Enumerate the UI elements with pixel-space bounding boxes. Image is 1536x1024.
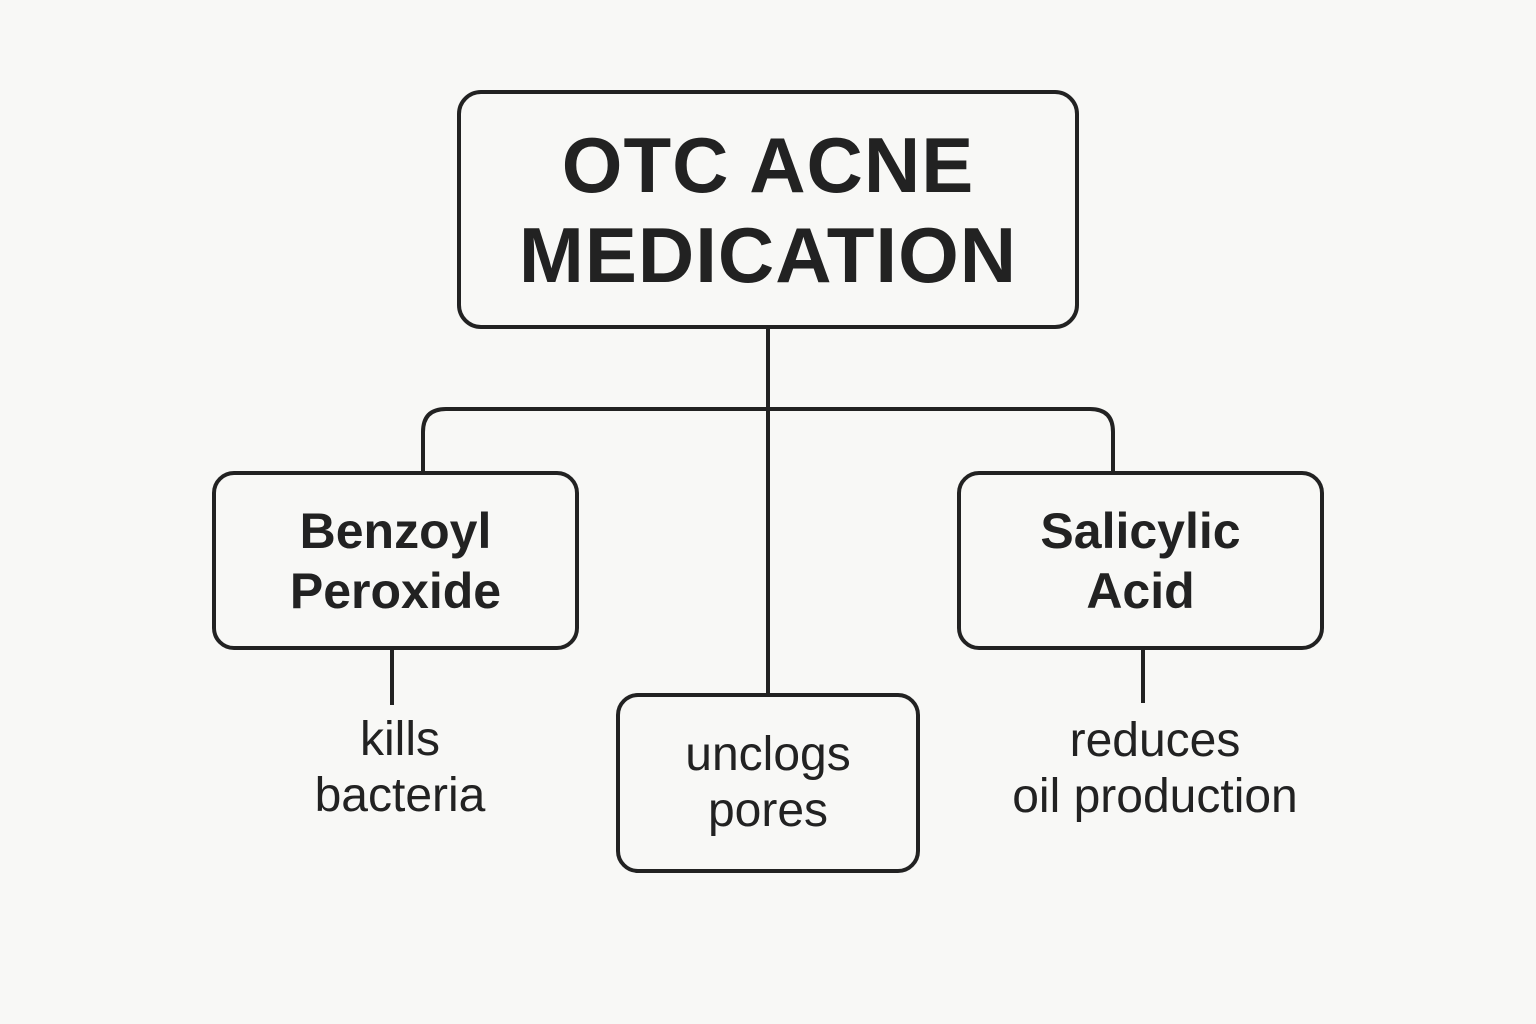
node-unclogs-line-1: unclogs [685,728,851,781]
effect-kills-line-1: kills [360,713,440,766]
effect-reduces-oil-production: reduces oil production [955,713,1355,825]
root-node-box: OTC ACNE MEDICATION [457,90,1079,329]
node-salicylic-line-2: Acid [1086,562,1195,619]
node-benzoyl-line-1: Benzoyl [299,502,492,559]
effect-reduces-line-2: oil production [1012,770,1298,823]
node-benzoyl-peroxide: Benzoyl Peroxide [212,471,579,650]
node-unclogs-line-2: pores [707,784,829,837]
effect-kills-bacteria: kills bacteria [250,712,550,824]
node-salicylic-line-1: Salicylic [1040,502,1241,559]
node-benzoyl-line-2: Peroxide [289,562,502,619]
node-salicylic-acid: Salicylic Acid [957,471,1324,650]
root-title-line-1: OTC ACNE [561,120,975,209]
node-unclogs-pores: unclogs pores [616,693,920,873]
effect-kills-line-2: bacteria [314,769,486,822]
effect-reduces-line-1: reduces [1069,714,1241,767]
connector-horizontal-branch [421,407,1115,471]
root-title-line-2: MEDICATION [518,210,1018,299]
